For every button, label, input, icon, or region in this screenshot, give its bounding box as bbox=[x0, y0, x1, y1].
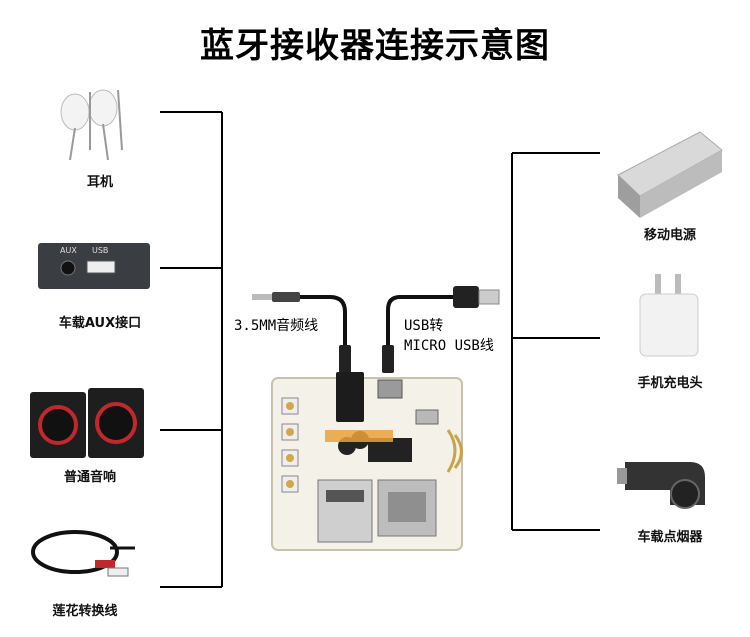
usb-cable-icon bbox=[382, 286, 500, 373]
speakers-icon bbox=[30, 388, 144, 458]
device-label-speakers: 普通音响 bbox=[63, 470, 116, 485]
svg-text:AUX: AUX bbox=[60, 246, 77, 255]
device-label-car-aux: 车载AUX接口 bbox=[58, 316, 142, 331]
audio-cable-icon bbox=[252, 292, 351, 373]
device-label-rca-cable: 莲花转换线 bbox=[52, 604, 118, 619]
car-aux-usb-port-icon: AUX USB bbox=[38, 243, 150, 289]
earphones-icon bbox=[60, 89, 123, 161]
rca-cable-icon bbox=[31, 530, 135, 577]
car-cigarette-charger-icon bbox=[617, 462, 705, 509]
usb-cable-label-line1: USB转 bbox=[404, 318, 444, 334]
phone-charger-icon bbox=[639, 274, 699, 357]
left-connector-lines bbox=[160, 111, 223, 588]
usb-cable-label-line2: MICRO USB线 bbox=[404, 338, 494, 354]
page-title: 蓝牙接收器连接示意图 bbox=[200, 26, 550, 66]
device-label-earphones: 耳机 bbox=[86, 175, 113, 190]
device-label-power-bank: 移动电源 bbox=[643, 228, 696, 243]
right-connector-lines bbox=[511, 152, 600, 531]
svg-text:USB: USB bbox=[92, 246, 108, 255]
audio-cable-label: 3.5MM音频线 bbox=[234, 318, 319, 334]
power-bank-icon bbox=[617, 131, 723, 218]
device-label-car-charger: 车载点烟器 bbox=[637, 530, 703, 545]
device-label-phone-charger: 手机充电头 bbox=[637, 376, 703, 391]
bluetooth-receiver-board-icon bbox=[271, 372, 463, 551]
